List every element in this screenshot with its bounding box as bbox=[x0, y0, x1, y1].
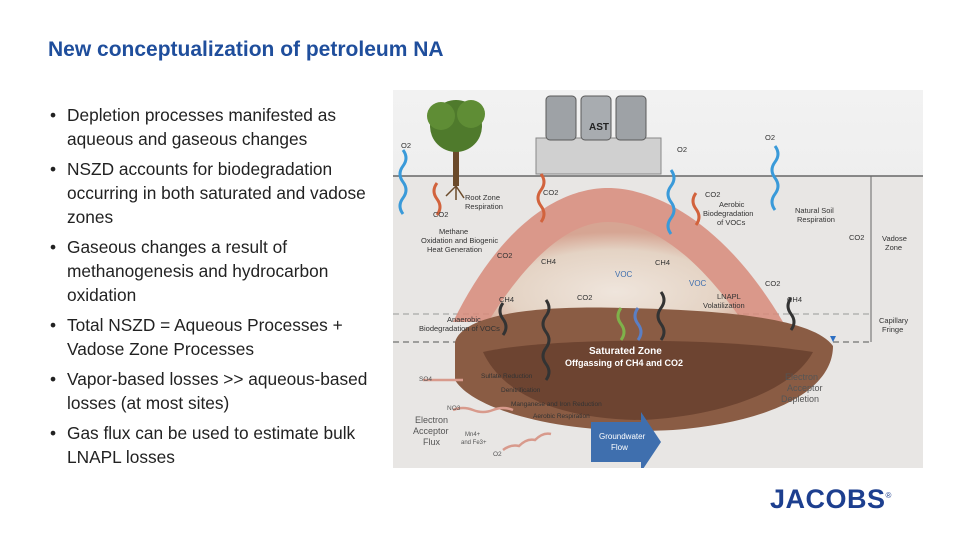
capillary-fringe-label-2: Fringe bbox=[882, 325, 903, 334]
page-title: New conceptualization of petroleum NA bbox=[48, 38, 444, 62]
ast-tanks: AST bbox=[536, 96, 661, 174]
co2-label-lnapl: CO2 bbox=[765, 279, 780, 288]
o2-label-center: O2 bbox=[677, 145, 687, 154]
bullet-item: Gaseous changes a result of methanogenes… bbox=[48, 235, 383, 307]
anaerobic-label-2: Biodegradation of VOCs bbox=[419, 324, 500, 333]
electron-depletion-label-3: Depletion bbox=[781, 394, 819, 404]
methane-oxidation-label-2: Oxidation and Biogenic bbox=[421, 236, 498, 245]
lnapl-volatilization-label-2: Volatilization bbox=[703, 301, 745, 310]
bullet-list: Depletion processes manifested as aqueou… bbox=[48, 103, 383, 475]
co2-label-root: CO2 bbox=[433, 210, 448, 219]
methane-oxidation-label-3: Heat Generation bbox=[427, 245, 482, 254]
mn-fe-label-1: Mn4+ bbox=[465, 432, 481, 438]
reaction-manganese: Manganese and Iron Reduction bbox=[511, 401, 602, 408]
co2-label-right: CO2 bbox=[705, 190, 720, 199]
ch4-label-b: CH4 bbox=[655, 258, 670, 267]
voc-label-a: VOC bbox=[615, 270, 633, 279]
electron-flux-label-1: Electron bbox=[415, 415, 448, 425]
o2-label-bottom: O2 bbox=[493, 451, 502, 458]
root-zone-label-2: Respiration bbox=[465, 202, 503, 211]
voc-label-b: VOC bbox=[689, 279, 707, 288]
aerobic-biodeg-label-2: Biodegradation bbox=[703, 209, 753, 218]
bullet-item: NSZD accounts for biodegradation occurri… bbox=[48, 157, 383, 229]
reaction-denitrification: Denitrification bbox=[501, 387, 541, 394]
electron-flux-label-2: Acceptor bbox=[413, 426, 449, 436]
bullet-item: Gas flux can be used to estimate bulk LN… bbox=[48, 421, 383, 469]
methane-oxidation-label-1: Methane bbox=[439, 227, 468, 236]
capillary-fringe-label-1: Capillary bbox=[879, 316, 908, 325]
no3-label: NO3 bbox=[447, 405, 461, 412]
lnapl-volatilization-label-1: LNAPL bbox=[717, 292, 741, 301]
bullet-item: Total NSZD = Aqueous Processes + Vadose … bbox=[48, 313, 383, 361]
co2-label-center: CO2 bbox=[543, 188, 558, 197]
saturated-zone-label-1: Saturated Zone bbox=[589, 346, 662, 357]
co2-label-soil: CO2 bbox=[849, 233, 864, 242]
electron-depletion-label-1: Electron bbox=[785, 372, 818, 382]
jacobs-logo: JACOBS® bbox=[770, 484, 892, 515]
ch4-label-a: CH4 bbox=[541, 257, 556, 266]
groundwater-flow-label-2: Flow bbox=[611, 443, 628, 452]
saturated-zone-label-2: Offgassing of CH4 and CO2 bbox=[565, 358, 683, 368]
reaction-sulfate: Sulfate Reduction bbox=[481, 373, 533, 380]
nszd-diagram: AST Groundwater Flow Root Zone Respirati… bbox=[393, 90, 923, 468]
ch4-label-c: CH4 bbox=[499, 295, 514, 304]
ch4-label-d: CH4 bbox=[787, 295, 802, 304]
co2-label-lower: CO2 bbox=[577, 293, 592, 302]
o2-label-right: O2 bbox=[765, 133, 775, 142]
co2-label-dome: CO2 bbox=[497, 251, 512, 260]
natural-soil-label-1: Natural Soil bbox=[795, 206, 834, 215]
mn-fe-label-2: and Fe3+ bbox=[461, 440, 487, 446]
logo-text: JACOBS bbox=[770, 484, 886, 514]
o2-label-left: O2 bbox=[401, 141, 411, 150]
electron-depletion-label-2: Acceptor bbox=[787, 383, 823, 393]
so4-label: SO4 bbox=[419, 376, 432, 383]
bullet-item: Depletion processes manifested as aqueou… bbox=[48, 103, 383, 151]
groundwater-flow-label-1: Groundwater bbox=[599, 432, 646, 441]
aerobic-biodeg-label-3: of VOCs bbox=[717, 218, 746, 227]
anaerobic-label-1: Anaerobic bbox=[447, 315, 481, 324]
electron-flux-label-3: Flux bbox=[423, 437, 441, 447]
bullet-item: Vapor-based losses >> aqueous-based loss… bbox=[48, 367, 383, 415]
reaction-aerobic: Aerobic Respiration bbox=[533, 413, 590, 420]
ast-label: AST bbox=[589, 122, 609, 133]
natural-soil-label-2: Respiration bbox=[797, 215, 835, 224]
root-zone-label-1: Root Zone bbox=[465, 193, 500, 202]
vadose-zone-label-2: Zone bbox=[885, 243, 902, 252]
aerobic-biodeg-label-1: Aerobic bbox=[719, 200, 745, 209]
vadose-zone-label-1: Vadose bbox=[882, 234, 907, 243]
